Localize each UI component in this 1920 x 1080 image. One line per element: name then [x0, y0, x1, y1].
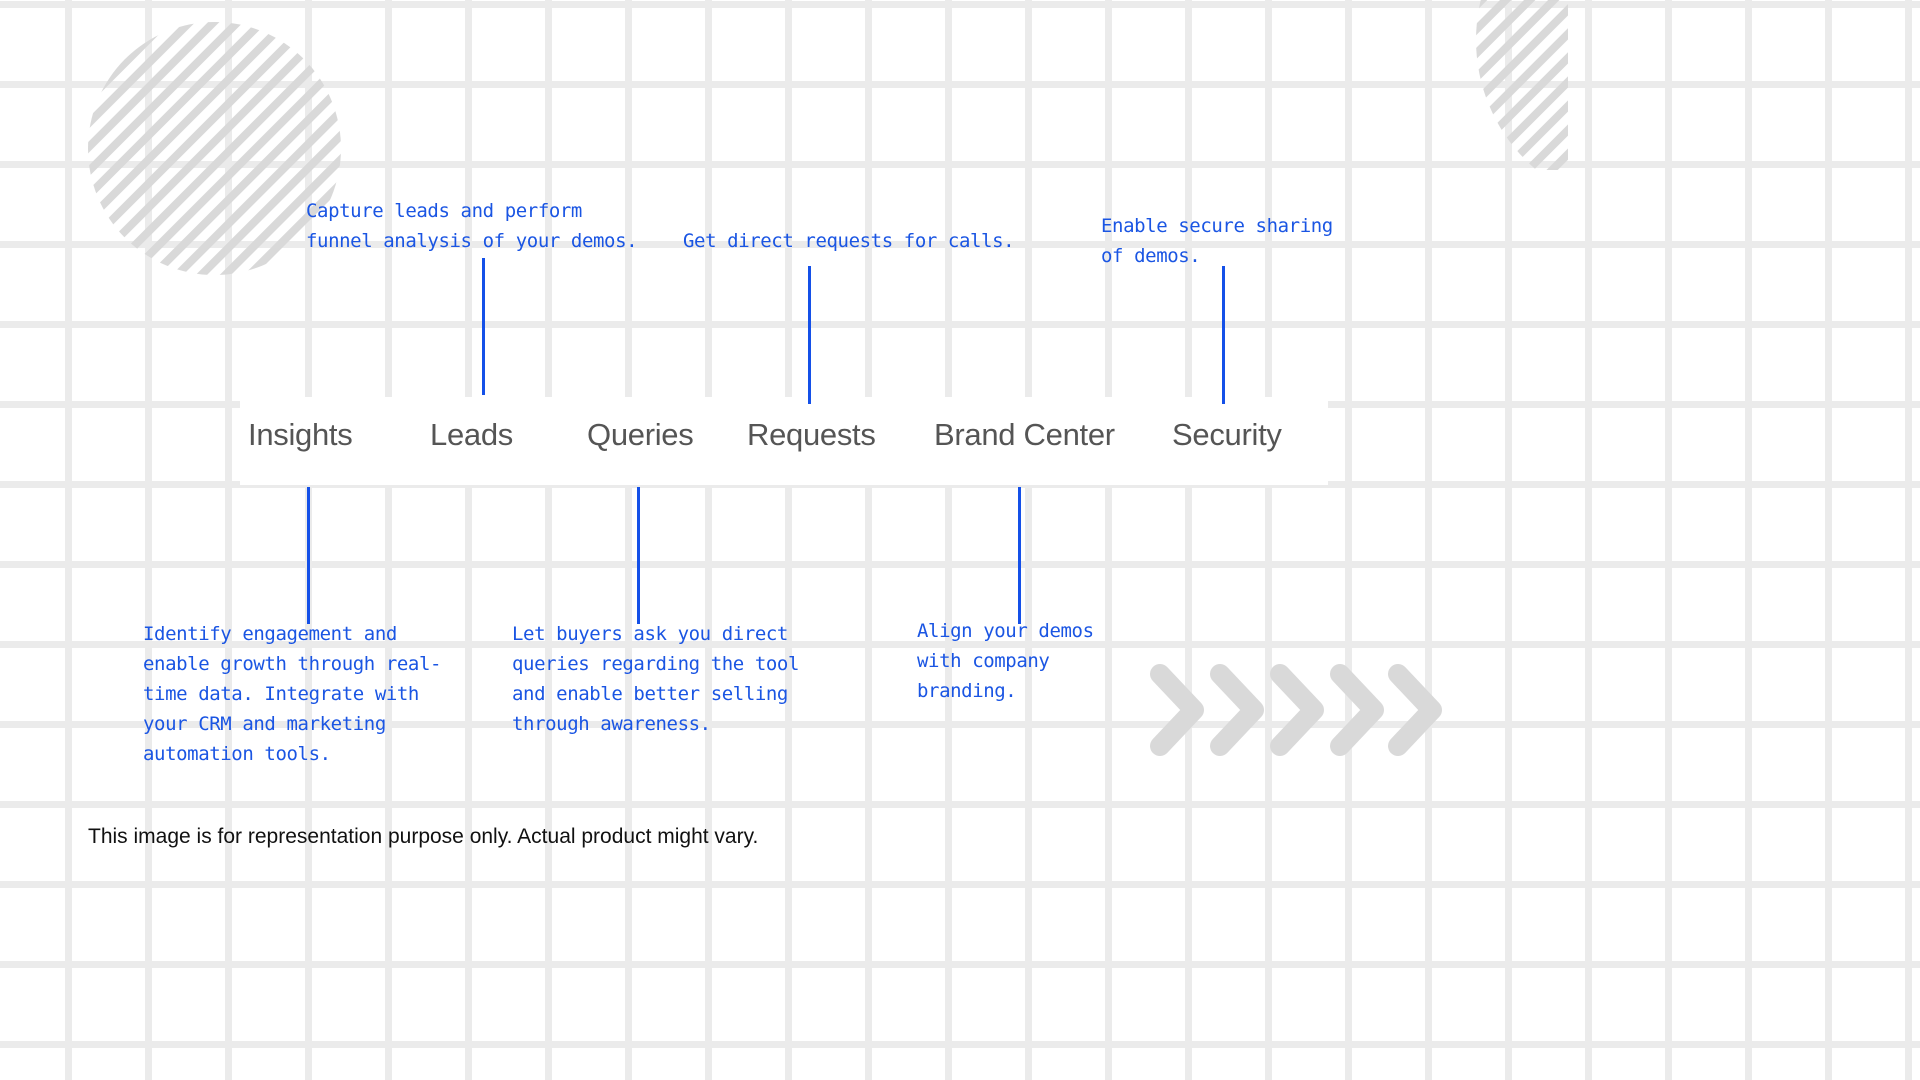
- leads-description: Capture leads and perform funnel analysi…: [306, 200, 638, 252]
- queries-connector-line: [637, 487, 640, 624]
- tab-requests[interactable]: Requests: [747, 417, 876, 452]
- insights-description: Identify engagement and enable growth th…: [143, 623, 442, 765]
- tab-bar: Insights Leads Queries Requests Brand Ce…: [240, 397, 1328, 485]
- tab-brand-center[interactable]: Brand Center: [934, 417, 1115, 452]
- chevron-arrows-decoration: [1150, 664, 1442, 756]
- queries-description: Let buyers ask you direct queries regard…: [512, 623, 800, 735]
- requests-connector-line: [808, 266, 811, 404]
- insights-connector-line: [307, 487, 310, 624]
- striped-quarter-circle-decoration: [1476, 0, 1568, 170]
- disclaimer-text: This image is for representation purpose…: [88, 825, 759, 848]
- leads-connector-line: [482, 258, 485, 395]
- striped-circle-decoration: [88, 22, 341, 275]
- tab-queries[interactable]: Queries: [587, 417, 694, 452]
- tab-leads[interactable]: Leads: [430, 417, 513, 452]
- security-connector-line: [1222, 266, 1225, 404]
- tab-security[interactable]: Security: [1172, 417, 1282, 452]
- brand-center-description: Align your demos with company branding.: [917, 620, 1094, 702]
- tab-insights[interactable]: Insights: [248, 417, 353, 452]
- security-description: Enable secure sharing of demos.: [1101, 215, 1333, 267]
- brand-center-connector-line: [1018, 487, 1021, 624]
- requests-description: Get direct requests for calls.: [683, 230, 1015, 252]
